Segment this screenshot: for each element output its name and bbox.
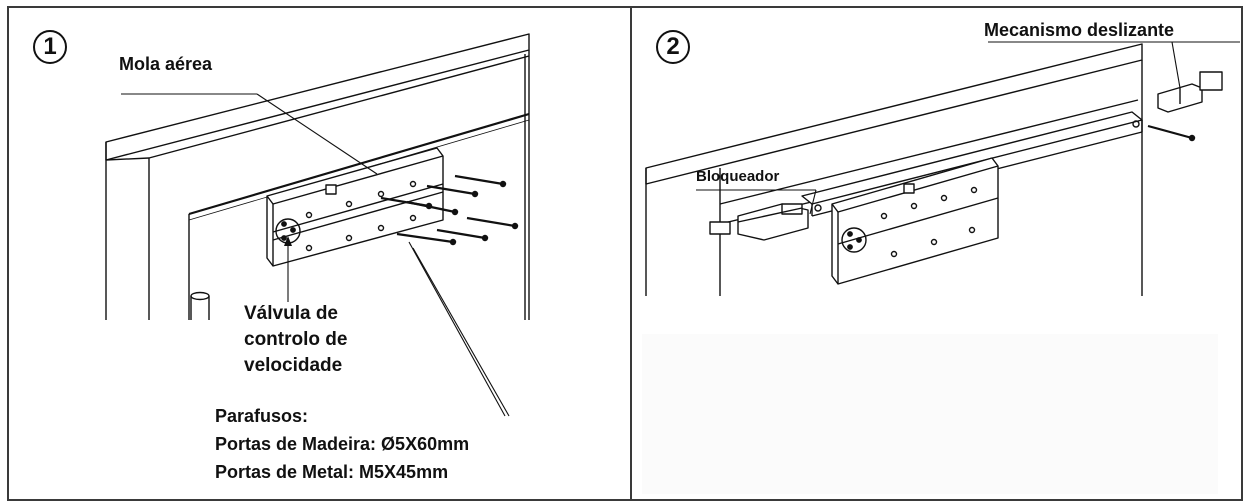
- slide-mechanism-label: Mecanismo deslizante: [984, 20, 1175, 40]
- locker-block: [710, 204, 808, 240]
- speed-valve-line-3: velocidade: [244, 355, 343, 376]
- step-number-badge: 1: [33, 30, 67, 64]
- door-closer-body: [267, 148, 443, 266]
- speed-valve-label: Válvula de controlo de velocidade: [244, 301, 347, 379]
- step-number-badge: 2: [656, 30, 690, 64]
- door-frame: [646, 44, 1142, 296]
- step-2-panel: 2 Mecanismo deslizante Bloqueador: [631, 6, 1243, 501]
- step-1-panel: 1 Mola aérea Válvula de controlo de velo…: [7, 6, 631, 501]
- door-closer-body: [832, 158, 998, 284]
- door-frame: [106, 34, 529, 320]
- screws-spec: Parafusos: Portas de Madeira: Ø5X60mm Po…: [215, 402, 469, 486]
- step-2-illustration: [642, 8, 1240, 494]
- mounting-screw: [1148, 126, 1192, 138]
- slide-mechanism: [1158, 72, 1222, 112]
- screws-metal-spec: Portas de Metal: M5X45mm: [215, 462, 449, 482]
- arrow-icon: [284, 236, 292, 246]
- screws-wood-spec: Portas de Madeira: Ø5X60mm: [215, 434, 470, 454]
- leader-lines: [121, 94, 509, 416]
- speed-valve-line-2: controlo de: [244, 329, 348, 350]
- locker-label: Bloqueador: [696, 168, 780, 185]
- speed-valve-line-1: Válvula de: [244, 303, 338, 324]
- step-1-illustration: [9, 8, 629, 499]
- screws-title: Parafusos:: [215, 406, 309, 426]
- air-spring-label: Mola aérea: [119, 54, 213, 74]
- blank-area: [642, 334, 1218, 494]
- leader-lines: [696, 42, 1240, 214]
